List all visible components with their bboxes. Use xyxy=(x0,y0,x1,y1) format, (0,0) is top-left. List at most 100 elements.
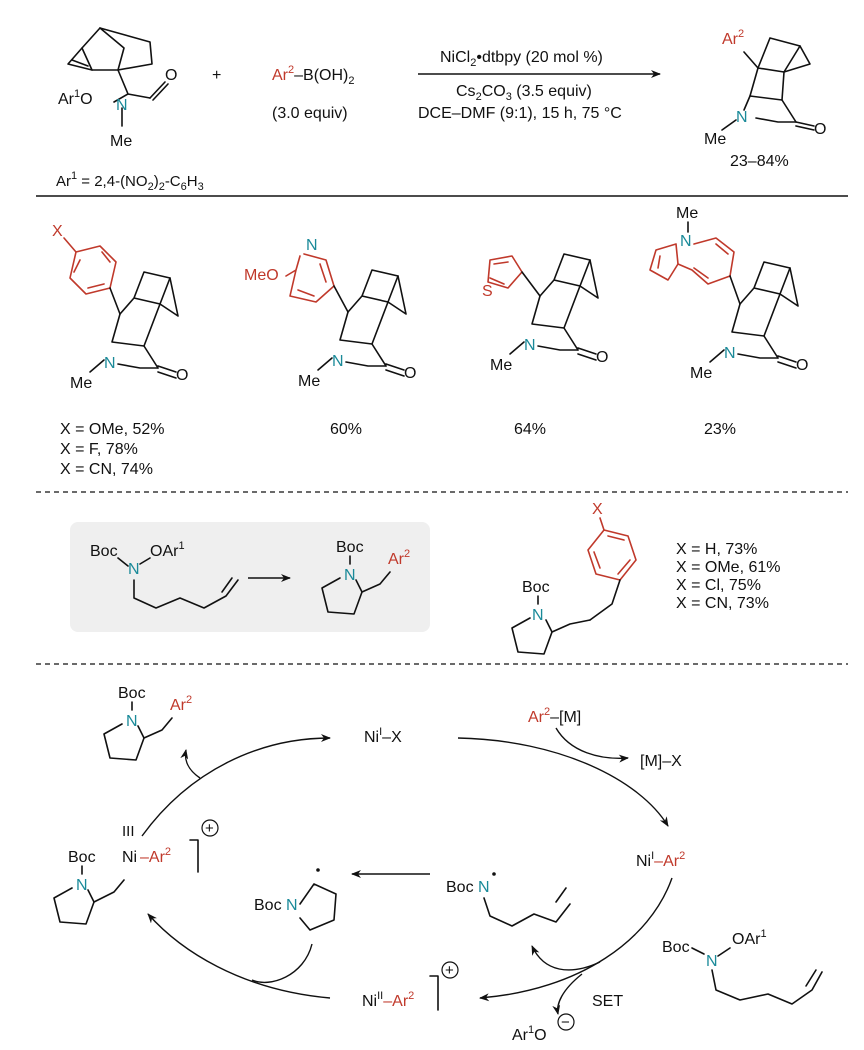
svg-text:Me: Me xyxy=(298,373,320,390)
svg-text:S: S xyxy=(482,283,493,300)
cycle-arc-top-right xyxy=(457,737,669,827)
svg-text:+: + xyxy=(205,820,214,837)
lactam-nitrogen: N xyxy=(736,109,748,126)
svg-text:Me: Me xyxy=(70,375,92,392)
product-lactam: Ar2 N O Me xyxy=(704,28,826,148)
cycle-arc-top-left xyxy=(141,734,331,837)
amide-nitrogen: N xyxy=(116,97,128,114)
svg-text:Ar2: Ar2 xyxy=(388,548,410,568)
yield-x-cn: X = CN, 74% xyxy=(60,461,153,478)
svg-text:N: N xyxy=(104,355,116,372)
transmetalation-arrow xyxy=(555,727,629,763)
svg-text:O: O xyxy=(596,349,608,366)
ni-i-ar2: NiI–Ar2 xyxy=(636,850,685,870)
minus-charge-circle xyxy=(557,1013,575,1031)
svg-text:X: X xyxy=(592,501,603,518)
svg-text:N: N xyxy=(706,953,718,970)
svg-text:N: N xyxy=(724,345,736,362)
svg-text:N: N xyxy=(344,567,356,584)
ar1-definition: Ar1 = 2,4-(NO2)2-C6H3 xyxy=(56,170,204,193)
example-methoxypyridyl: N MeO N O Me xyxy=(244,237,416,390)
set-release-arrow xyxy=(531,945,601,971)
svg-text:Boc: Boc xyxy=(68,849,96,866)
svg-text:N: N xyxy=(306,237,318,254)
plus-sign: + xyxy=(212,67,221,84)
svg-text:NiII–Ar2: NiII–Ar2 xyxy=(362,990,414,1010)
yield-range: 23–84% xyxy=(730,153,789,170)
example-aryl-x: X N O Me xyxy=(52,223,188,392)
svg-text:Ar2: Ar2 xyxy=(170,694,192,714)
release-arrow xyxy=(180,749,201,779)
yield-ome: X = OMe, 61% xyxy=(676,559,781,576)
aryloxide-arrow xyxy=(552,973,583,1015)
ar1-oxygen: O xyxy=(80,91,92,108)
ar1-label: Ar xyxy=(58,91,75,108)
svg-text:N: N xyxy=(532,607,544,624)
pyrrolidine-aryl-example: X Boc N xyxy=(511,501,637,655)
boronic-equiv: (3.0 equiv) xyxy=(272,105,348,122)
mechanism-product: Boc N Ar2 xyxy=(103,685,192,761)
aryloxide: Ar1O xyxy=(512,1024,547,1044)
svg-text:Boc: Boc xyxy=(254,897,282,914)
example-methylindolyl: Me N N O Me xyxy=(649,205,808,382)
svg-text:+: + xyxy=(445,962,454,979)
ni-iii-complex: Boc N III Ni –Ar2 + xyxy=(53,819,219,925)
svg-text:Ar2: Ar2 xyxy=(722,28,744,48)
cyclization-panel xyxy=(70,522,430,632)
alkyl-radical: Boc N xyxy=(254,868,337,931)
organometallic-reagent: Ar2–[M] xyxy=(528,706,581,726)
svg-text:Boc: Boc xyxy=(90,543,118,560)
svg-text:N: N xyxy=(76,877,88,894)
condition-solvent: DCE–DMF (9:1), 15 h, 75 °C xyxy=(418,105,622,122)
svg-text:O: O xyxy=(796,357,808,374)
svg-text:−: − xyxy=(561,1014,570,1031)
svg-text:Boc: Boc xyxy=(662,939,690,956)
yield-thienyl: 64% xyxy=(514,421,546,438)
set-label: SET xyxy=(592,993,623,1010)
cycle-arc-bottom-right xyxy=(479,877,673,1002)
svg-text:Boc: Boc xyxy=(446,879,474,896)
svg-text:Boc: Boc xyxy=(336,539,364,556)
svg-text:III: III xyxy=(122,823,135,840)
svg-text:OAr1: OAr1 xyxy=(150,540,185,560)
svg-text:MeO: MeO xyxy=(244,267,279,284)
lactam-methyl: Me xyxy=(704,131,726,148)
yield-methoxypyridyl: 60% xyxy=(330,421,362,438)
yield-x-ome: X = OMe, 52% xyxy=(60,421,165,438)
svg-text:N: N xyxy=(524,337,536,354)
yield-methylindolyl: 23% xyxy=(704,421,736,438)
hydroxylamine-substrate: Boc N OAr1 xyxy=(90,540,239,609)
svg-text:O: O xyxy=(176,367,188,384)
ni-ii-ar2: NiII–Ar2 + xyxy=(362,961,459,1011)
svg-text:N: N xyxy=(680,233,692,250)
svg-text:N: N xyxy=(286,897,298,914)
yield-x-f: X = F, 78% xyxy=(60,441,138,458)
svg-text:Boc: Boc xyxy=(522,579,550,596)
ar1-sup: 1 xyxy=(74,88,80,100)
svg-text:Me: Me xyxy=(676,205,698,222)
starting-material-norbornene: N O Me Ar1O xyxy=(58,27,177,150)
svg-text:N: N xyxy=(126,713,138,730)
amidyl-radical: Boc N xyxy=(446,872,571,927)
condition-base: Cs2CO3 (3.5 equiv) xyxy=(456,83,592,103)
svg-text:O: O xyxy=(404,365,416,382)
product-ar2: Ar xyxy=(722,31,739,48)
svg-text:Me: Me xyxy=(690,365,712,382)
mx-byproduct: [M]–X xyxy=(640,753,682,770)
yield-cn: X = CN, 73% xyxy=(676,595,769,612)
n-methyl-label: Me xyxy=(110,133,132,150)
yield-cl: X = Cl, 75% xyxy=(676,577,761,594)
svg-text:OAr1: OAr1 xyxy=(732,928,767,948)
svg-text:–Ar2: –Ar2 xyxy=(140,846,171,866)
example-thienyl: S N O Me xyxy=(482,253,608,374)
boronic-acid: Ar2–B(OH)2 xyxy=(272,64,354,87)
svg-text:N: N xyxy=(478,879,490,896)
svg-text:Boc: Boc xyxy=(118,685,146,702)
radical-capture-arrow xyxy=(251,943,313,984)
svg-text:Ar1O: Ar1O xyxy=(58,88,93,108)
mechanism-substrate: Boc N OAr1 xyxy=(662,928,823,1005)
svg-text:N: N xyxy=(332,353,344,370)
carbonyl-oxygen: O xyxy=(165,67,177,84)
x-substituent: X xyxy=(52,223,63,240)
